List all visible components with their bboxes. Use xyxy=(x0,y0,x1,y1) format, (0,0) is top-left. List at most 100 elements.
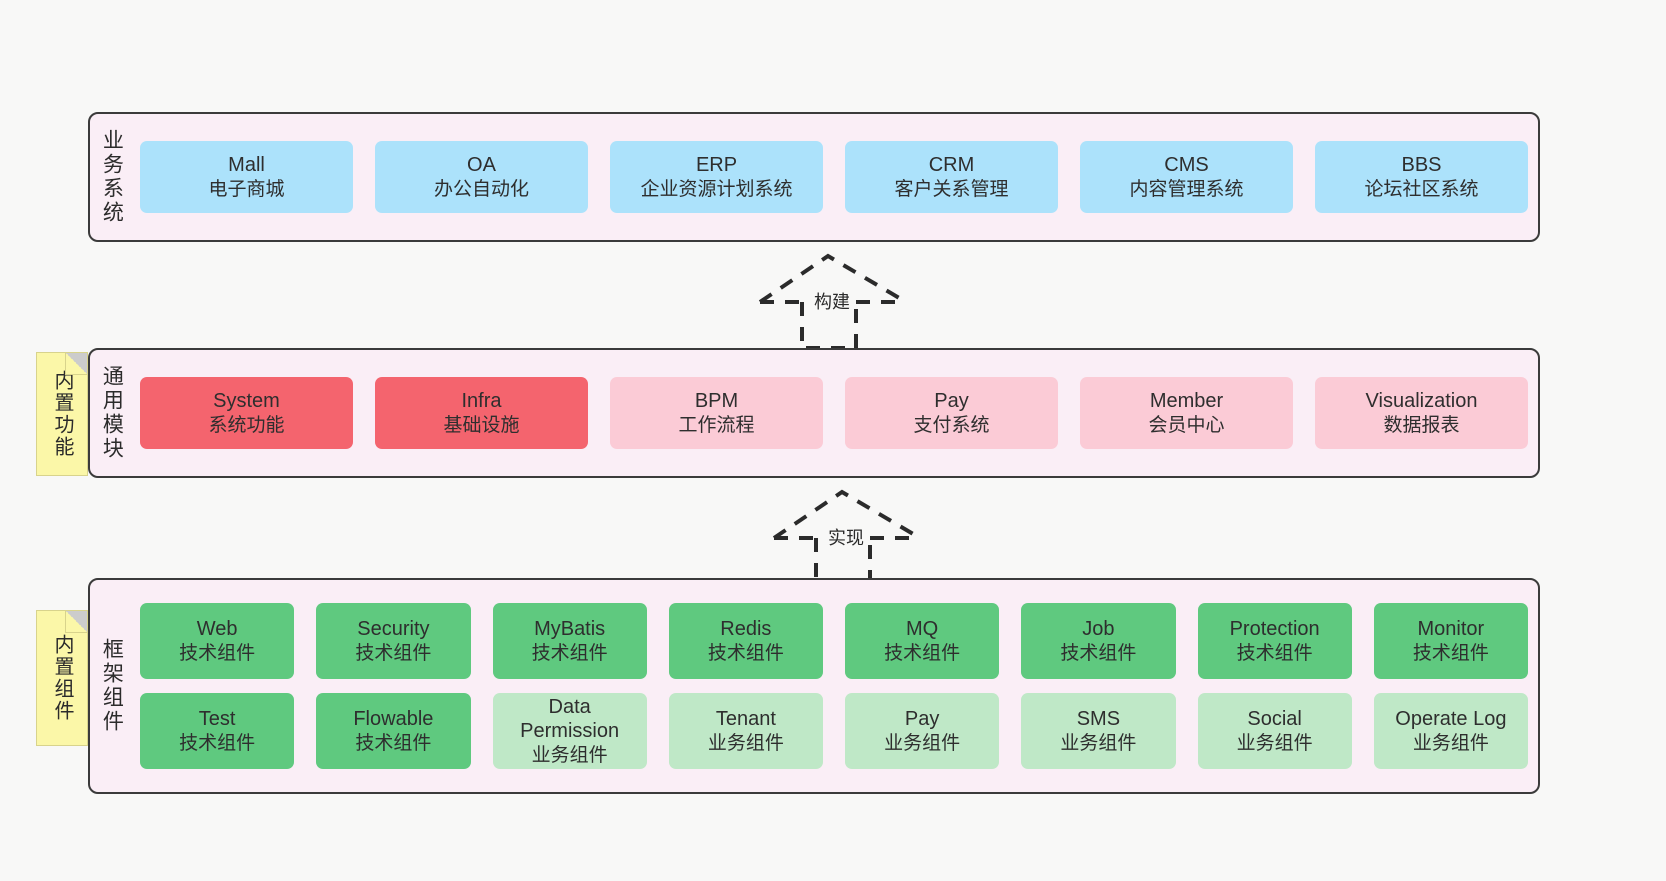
node-title: Security xyxy=(357,618,430,641)
folded-corner-icon xyxy=(65,353,87,375)
node-data-permission[interactable]: Data Permission 业务组件 xyxy=(492,693,647,769)
node-subtitle: 论坛社区系统 xyxy=(1364,178,1479,200)
node-title: Pay xyxy=(934,390,969,413)
layer-body-common-modules: System 系统功能 Infra 基础设施 BPM 工作流程 Pay 支付系统… xyxy=(132,350,1538,476)
node-title: OA xyxy=(467,154,496,177)
node-title: BBS xyxy=(1401,154,1442,177)
node-title: Operate Log xyxy=(1395,708,1507,731)
node-bpm[interactable]: BPM 工作流程 xyxy=(610,377,823,449)
node-subtitle: 业务组件 xyxy=(707,732,784,754)
node-title: Tenant xyxy=(715,708,776,731)
node-monitor[interactable]: Monitor 技术组件 xyxy=(1373,603,1528,679)
node-title: Monitor xyxy=(1417,618,1485,641)
row: Test 技术组件 Flowable 技术组件 Data Permission … xyxy=(140,693,1528,769)
node-title: ERP xyxy=(695,154,738,177)
node-subtitle: 业务组件 xyxy=(1060,732,1137,754)
node-subtitle: 客户关系管理 xyxy=(894,178,1009,200)
node-job[interactable]: Job 技术组件 xyxy=(1021,603,1176,679)
node-subtitle: 电子商城 xyxy=(208,178,285,200)
node-operate-log[interactable]: Operate Log 业务组件 xyxy=(1373,693,1528,769)
row: Web 技术组件 Security 技术组件 MyBatis 技术组件 Redi… xyxy=(140,603,1528,679)
layer-title-framework-components: 框架组件 xyxy=(100,638,124,734)
layer-body-framework-components: Web 技术组件 Security 技术组件 MyBatis 技术组件 Redi… xyxy=(132,580,1538,792)
folded-corner-icon xyxy=(65,611,87,633)
node-subtitle: 会员中心 xyxy=(1148,414,1225,436)
node-crm[interactable]: CRM 客户关系管理 xyxy=(845,141,1058,213)
layer-title-business-systems: 业务系统 xyxy=(100,129,124,225)
node-cms[interactable]: CMS 内容管理系统 xyxy=(1080,141,1293,213)
node-subtitle: 技术组件 xyxy=(1236,642,1313,664)
node-protection[interactable]: Protection 技术组件 xyxy=(1197,603,1352,679)
node-pay-component[interactable]: Pay 业务组件 xyxy=(845,693,1000,769)
node-member[interactable]: Member 会员中心 xyxy=(1080,377,1293,449)
node-subtitle: 技术组件 xyxy=(531,642,608,664)
node-subtitle: 业务组件 xyxy=(531,744,608,766)
node-subtitle: 技术组件 xyxy=(884,642,961,664)
node-system[interactable]: System 系统功能 xyxy=(140,377,353,449)
node-title: Data Permission xyxy=(520,696,620,743)
node-title: Web xyxy=(196,618,238,641)
node-sms[interactable]: SMS 业务组件 xyxy=(1021,693,1176,769)
node-subtitle: 支付系统 xyxy=(913,414,990,436)
row: System 系统功能 Infra 基础设施 BPM 工作流程 Pay 支付系统… xyxy=(140,377,1528,449)
node-tenant[interactable]: Tenant 业务组件 xyxy=(668,693,823,769)
node-title: Infra xyxy=(461,390,502,413)
node-title: Mall xyxy=(228,154,265,177)
node-title: Pay xyxy=(904,708,940,731)
layer-body-business-systems: Mall 电子商城 OA 办公自动化 ERP 企业资源计划系统 CRM 客户关系… xyxy=(132,114,1538,240)
node-subtitle: 技术组件 xyxy=(179,732,256,754)
node-subtitle: 技术组件 xyxy=(707,642,784,664)
node-erp[interactable]: ERP 企业资源计划系统 xyxy=(610,141,823,213)
node-subtitle: 技术组件 xyxy=(355,732,432,754)
node-mall[interactable]: Mall 电子商城 xyxy=(140,141,353,213)
layer-framework-components: 框架组件 Web 技术组件 Security 技术组件 MyBatis 技术组件… xyxy=(88,578,1540,794)
node-subtitle: 办公自动化 xyxy=(433,178,529,200)
node-title: Flowable xyxy=(353,708,434,731)
node-mq[interactable]: MQ 技术组件 xyxy=(845,603,1000,679)
node-title: BPM xyxy=(694,390,739,413)
row: Mall 电子商城 OA 办公自动化 ERP 企业资源计划系统 CRM 客户关系… xyxy=(140,141,1528,213)
node-subtitle: 系统功能 xyxy=(208,414,285,436)
node-subtitle: 技术组件 xyxy=(179,642,256,664)
node-title: System xyxy=(213,390,280,413)
node-infra[interactable]: Infra 基础设施 xyxy=(375,377,588,449)
node-pay[interactable]: Pay 支付系统 xyxy=(845,377,1058,449)
note-builtin-functions: 内置功能 xyxy=(36,352,88,476)
implement-arrow: 实现 xyxy=(770,488,930,588)
note-text: 内置功能 xyxy=(51,370,73,458)
node-subtitle: 技术组件 xyxy=(1060,642,1137,664)
node-title: Redis xyxy=(720,618,772,641)
node-social[interactable]: Social 业务组件 xyxy=(1197,693,1352,769)
node-title: MyBatis xyxy=(534,618,606,641)
node-security[interactable]: Security 技术组件 xyxy=(316,603,471,679)
node-subtitle: 工作流程 xyxy=(678,414,755,436)
node-title: MQ xyxy=(906,618,939,641)
layer-business-systems: 业务系统 Mall 电子商城 OA 办公自动化 ERP 企业资源计划系统 CRM… xyxy=(88,112,1540,242)
note-builtin-components: 内置组件 xyxy=(36,610,88,746)
node-oa[interactable]: OA 办公自动化 xyxy=(375,141,588,213)
node-subtitle: 业务组件 xyxy=(1412,732,1489,754)
node-redis[interactable]: Redis 技术组件 xyxy=(668,603,823,679)
node-visualization[interactable]: Visualization 数据报表 xyxy=(1315,377,1528,449)
node-mybatis[interactable]: MyBatis 技术组件 xyxy=(492,603,647,679)
node-flowable[interactable]: Flowable 技术组件 xyxy=(316,693,471,769)
note-text: 内置组件 xyxy=(51,634,73,722)
node-bbs[interactable]: BBS 论坛社区系统 xyxy=(1315,141,1528,213)
node-subtitle: 技术组件 xyxy=(355,642,432,664)
node-title: Test xyxy=(198,708,236,731)
node-title: CRM xyxy=(928,154,975,177)
node-subtitle: 技术组件 xyxy=(1412,642,1489,664)
node-title: Protection xyxy=(1229,618,1320,641)
build-arrow: 构建 xyxy=(756,252,916,352)
node-subtitle: 数据报表 xyxy=(1383,414,1460,436)
node-web[interactable]: Web 技术组件 xyxy=(140,603,295,679)
node-test[interactable]: Test 技术组件 xyxy=(140,693,295,769)
node-title: Member xyxy=(1149,390,1224,413)
node-title: Job xyxy=(1082,618,1115,641)
node-subtitle: 业务组件 xyxy=(1236,732,1313,754)
node-title: CMS xyxy=(1164,154,1209,177)
node-subtitle: 内容管理系统 xyxy=(1129,178,1244,200)
layer-common-modules: 通用模块 System 系统功能 Infra 基础设施 BPM 工作流程 Pay… xyxy=(88,348,1540,478)
build-arrow-label: 构建 xyxy=(814,292,850,312)
